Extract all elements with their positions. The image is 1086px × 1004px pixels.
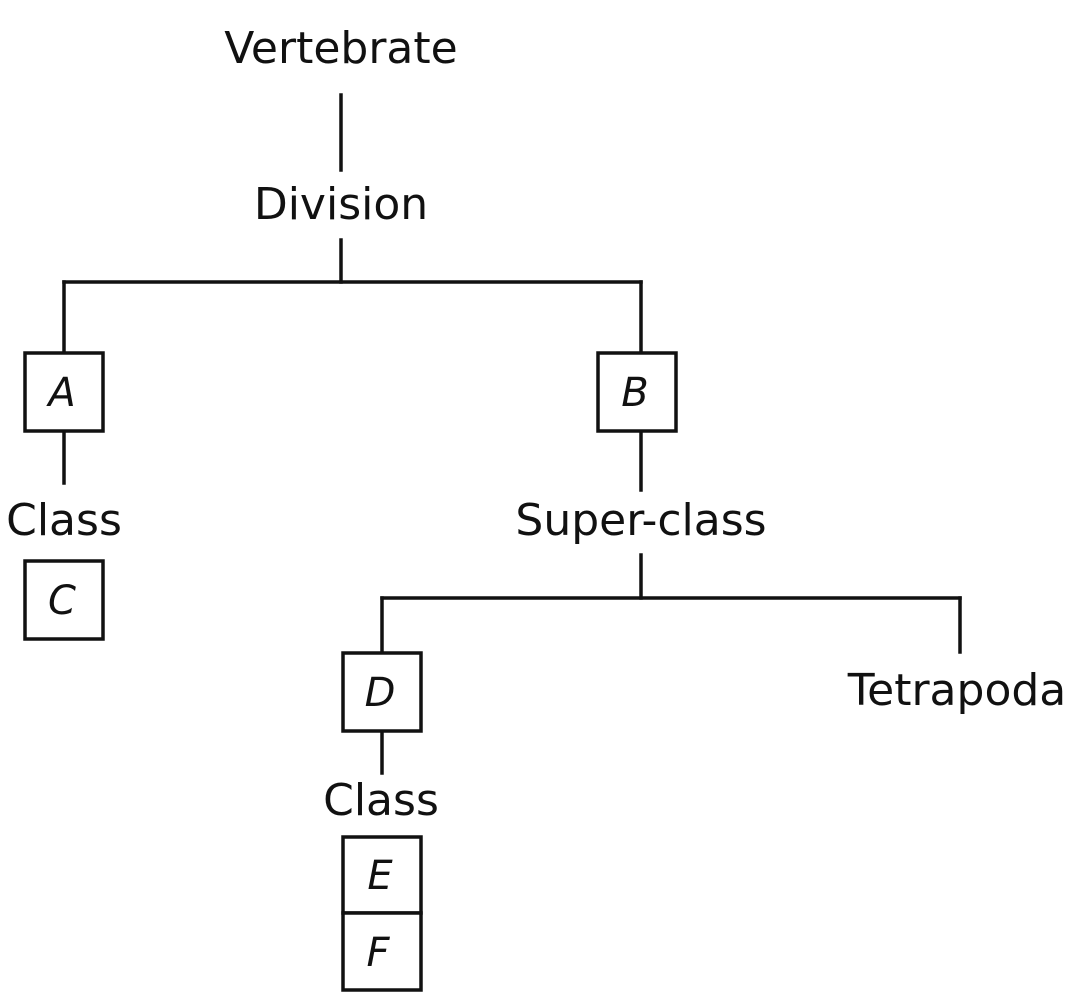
box-b-letter: B xyxy=(621,370,648,416)
box-d-letter: D xyxy=(365,670,396,716)
box-d: D xyxy=(341,651,423,733)
box-f: F xyxy=(341,911,423,992)
box-d-frame xyxy=(341,651,423,733)
box-a: A xyxy=(23,351,105,433)
label-vertebrate: Vertebrate xyxy=(224,23,457,74)
label-tetrapoda: Tetrapoda xyxy=(847,665,1067,716)
box-b: B xyxy=(596,351,678,433)
box-a-frame xyxy=(23,351,105,433)
box-f-frame xyxy=(341,911,423,992)
box-a-letter: A xyxy=(45,370,75,416)
connector-lines xyxy=(62,93,962,775)
box-c-letter: C xyxy=(48,578,76,624)
label-superclass: Super-class xyxy=(515,495,766,546)
box-c-frame xyxy=(23,559,105,641)
label-class-left: Class xyxy=(6,495,122,546)
label-division: Division xyxy=(254,179,428,230)
box-e-letter: E xyxy=(367,853,393,899)
box-b-frame xyxy=(596,351,678,433)
box-e: E xyxy=(341,835,423,915)
box-f-letter: F xyxy=(366,930,390,976)
box-c: C xyxy=(23,559,105,641)
label-class-bottom: Class xyxy=(323,775,439,826)
